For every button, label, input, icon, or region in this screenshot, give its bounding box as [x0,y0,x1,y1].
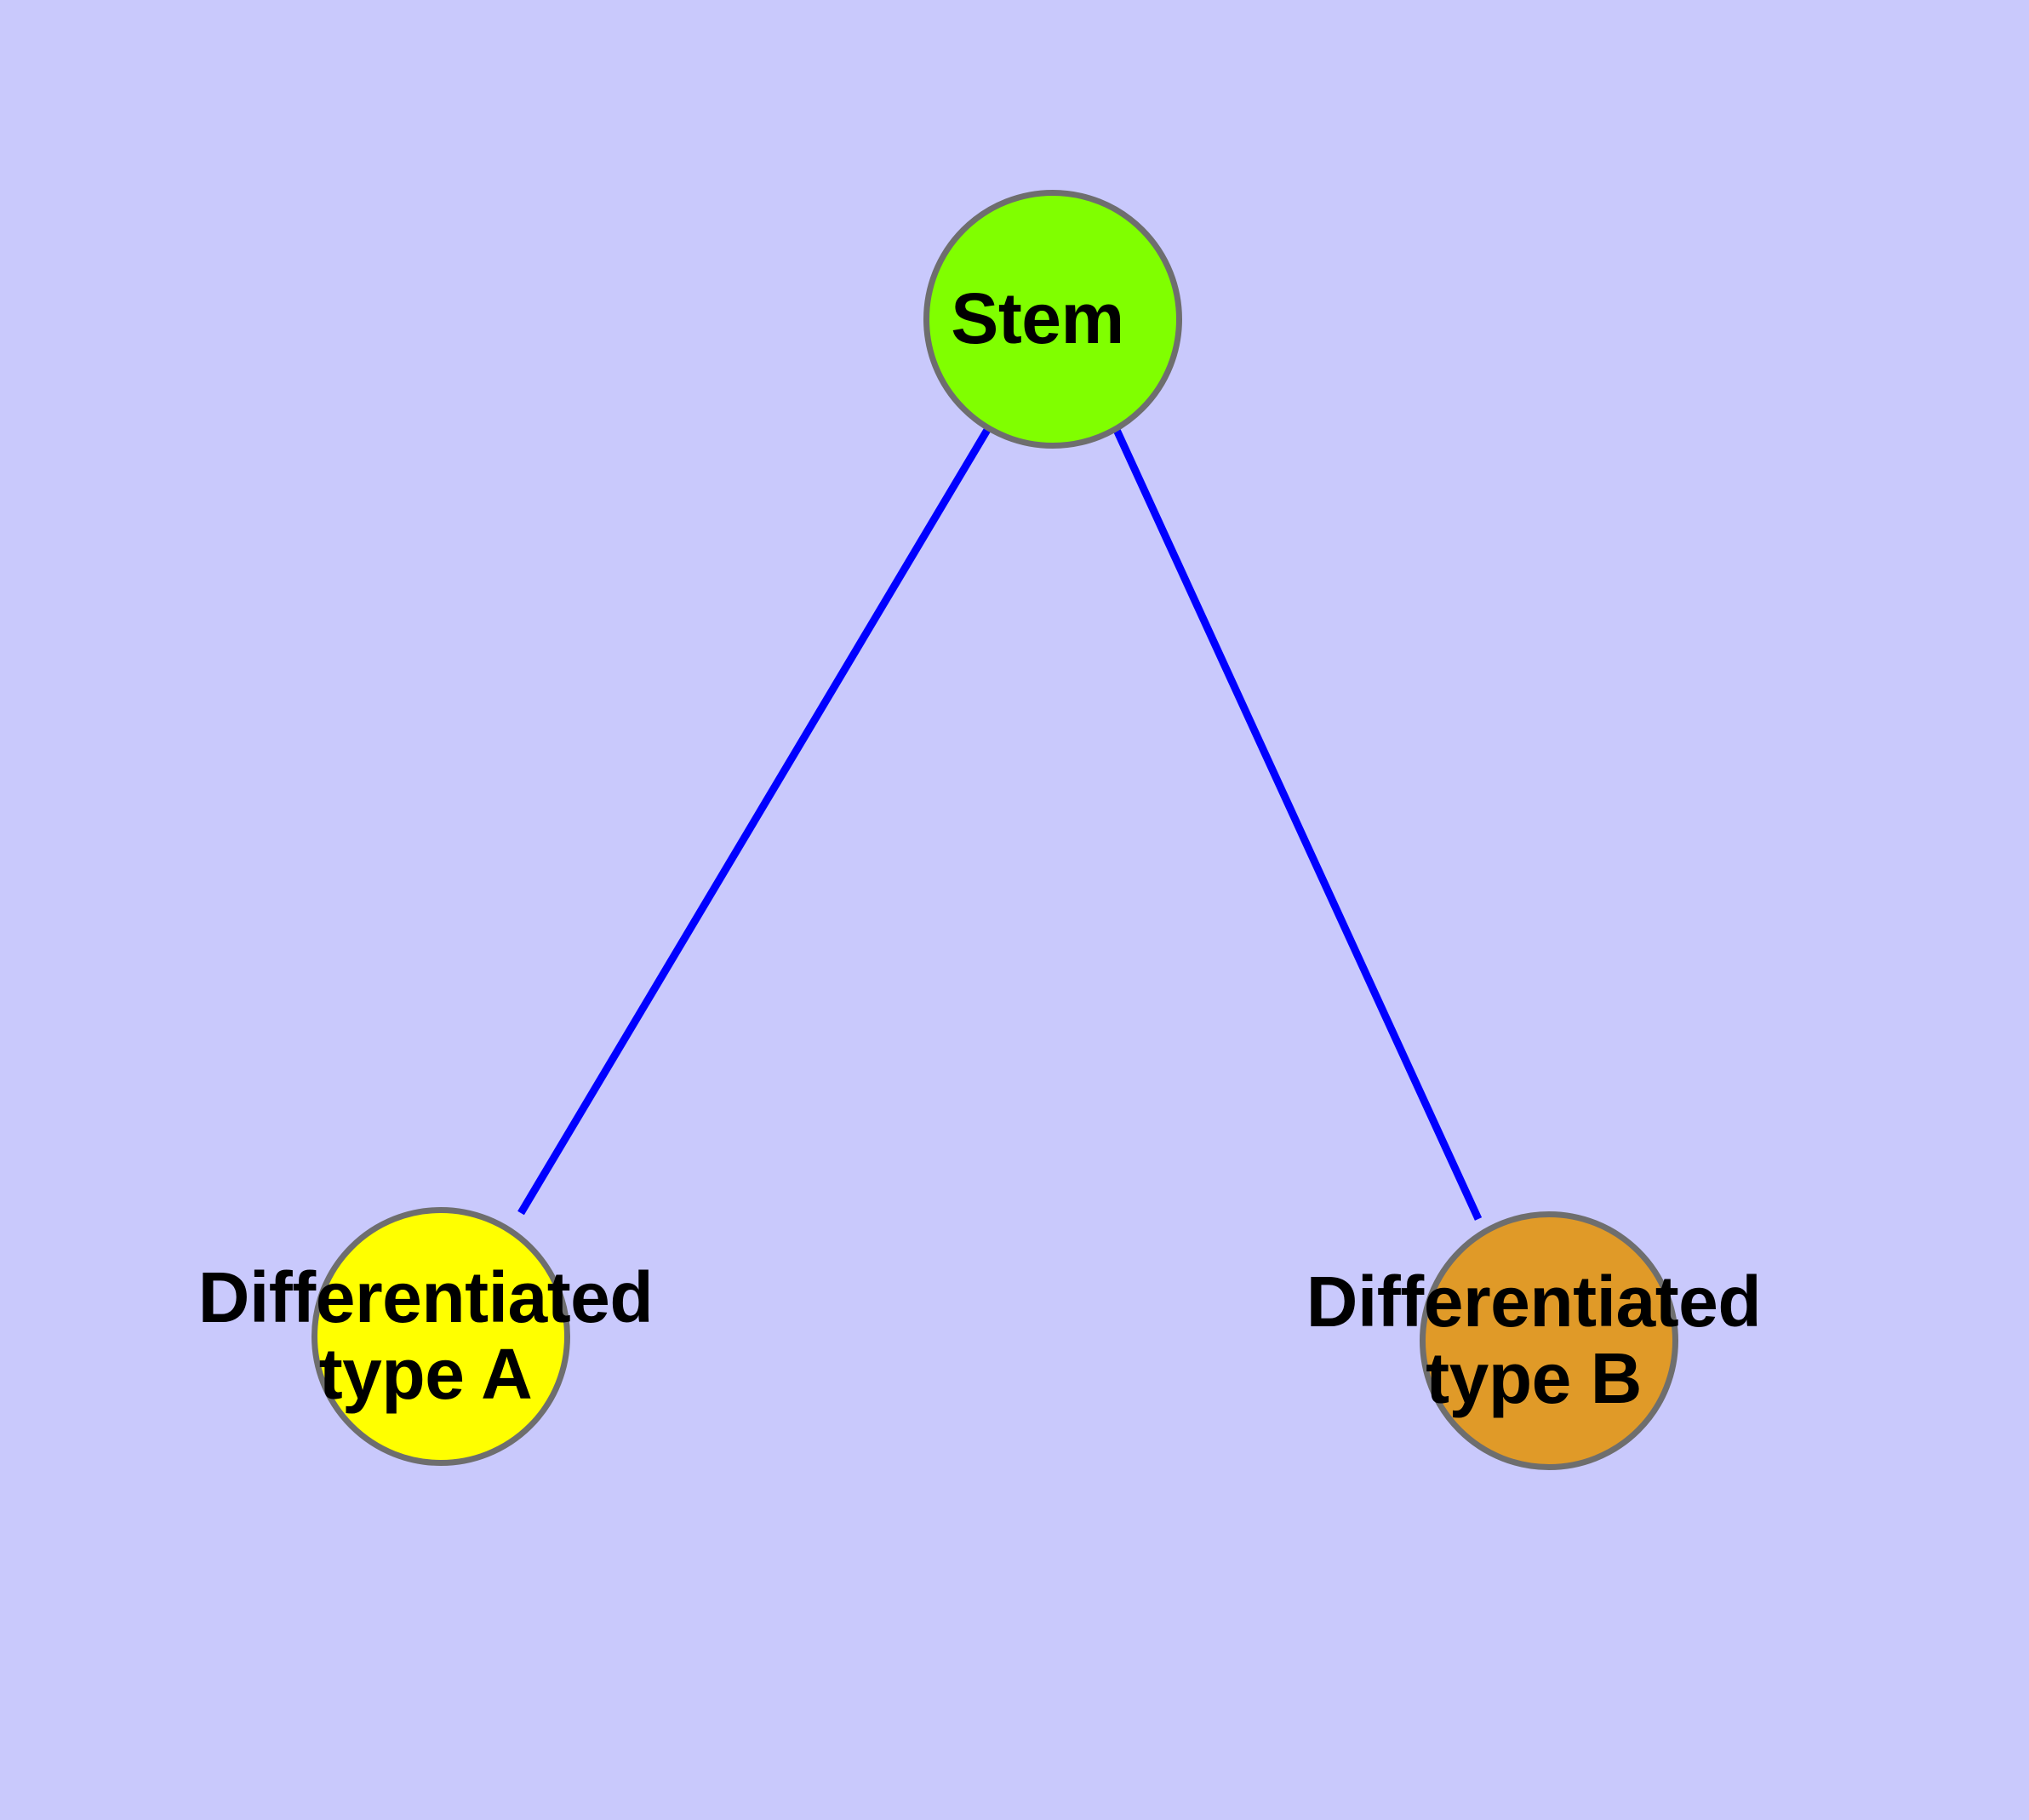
edge-stem-to-differentiated-type-b[interactable] [1112,428,1483,1221]
node-differentiated-type-a[interactable] [311,1207,570,1466]
node-differentiated-type-b[interactable] [1420,1211,1678,1470]
node-stem[interactable] [923,190,1182,449]
edge-stem-to-differentiated-type-a[interactable] [517,427,991,1216]
